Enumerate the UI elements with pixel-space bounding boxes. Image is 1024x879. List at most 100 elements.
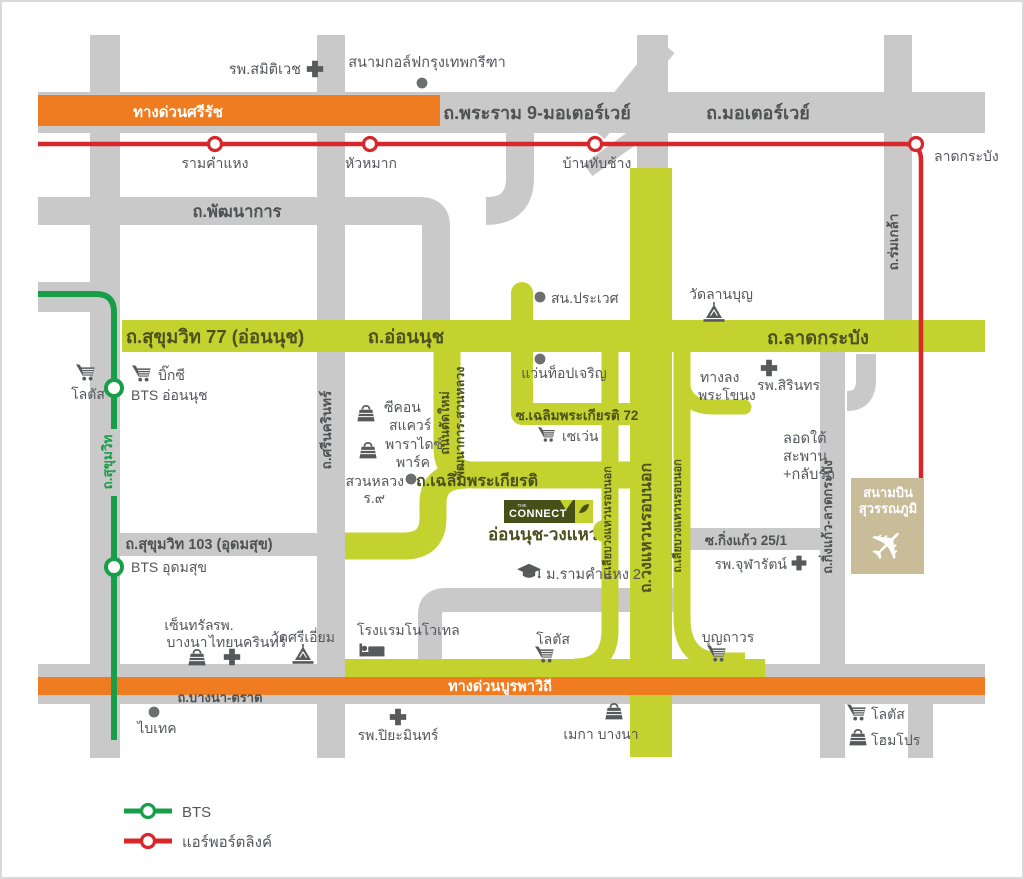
road-labels: ทางด่วนศรีรัช ถ.พระราม 9-มอเตอร์เวย์ ถ.ม… — [100, 102, 901, 705]
road-srinagarindra-vertical — [317, 35, 345, 758]
airport-name-line1: สนามบิน — [863, 485, 913, 500]
label-piyamin: รพ.ปิยะมินทร์ — [358, 727, 439, 743]
bag-icon-paradise — [358, 441, 378, 460]
label-chularat: รพ.จุฬารัตน์ — [715, 556, 788, 573]
label-paradise-2: พาร์ค — [396, 454, 430, 470]
hospital-icon-sirindhorn — [760, 359, 778, 377]
rom-klao-label: ถ.ร่มเกล้า — [886, 214, 901, 271]
frontage-left-label: ถ.เลียบวงแหวนรอบนอก — [601, 466, 614, 580]
soi-chalerm-72-label: ซ.เฉลิมพระเกียรติ 72 — [516, 408, 639, 423]
label-wat-sri-iam: วัดศรีเอี่ยม — [271, 628, 335, 645]
sukhumvit77-label: ถ.สุขุมวิท 77 (อ่อนนุช) — [126, 326, 304, 349]
label-suan-luang-2: ร.๙ — [363, 490, 385, 506]
phra-khanong-exit-label-1: ทางลง — [700, 369, 739, 385]
sukhumvit-label: ถ.สุขุมวิท — [100, 435, 116, 490]
poi-labels: รพ.สมิติเวช สนามกอล์ฟกรุงเทพกรีฑา สน.ประ… — [71, 54, 921, 748]
police-dot-icon — [534, 291, 546, 303]
road-prawet-minor-vertical — [511, 282, 533, 425]
hotel-icon-novotel — [359, 643, 385, 657]
station-bts-udom-suk — [104, 557, 124, 577]
label-lotus-on-nut: โลตัส — [71, 386, 105, 402]
sukhumvit103-label: ถ.สุขุมวิท 103 (อุดมสุข) — [125, 536, 272, 553]
label-bitec: ไบเทค — [136, 720, 176, 736]
legend-airport-link-station-icon — [139, 832, 157, 850]
burapha-label: ทางด่วนบูรพาวิถี — [448, 678, 552, 695]
label-top-charoen: แว่นท็อปเจริญ — [521, 364, 606, 381]
label-seacon-1: ซีคอน — [384, 399, 421, 415]
temple-icon-wat-lan-bun — [702, 300, 726, 322]
cart-icon-big-c — [131, 364, 152, 382]
underpass-label-2: สะพาน — [783, 449, 827, 465]
project-location-dot — [593, 520, 615, 542]
road-soi-king-kaew — [674, 528, 826, 550]
road-sukhumvit103 — [116, 533, 332, 556]
bts-line — [38, 291, 124, 740]
label-sirindhorn: รพ.สิรินทร — [757, 377, 821, 393]
label-prawet-police: สน.ประเวศ — [551, 290, 619, 306]
label-novotel: โรงแรมโนโวเทล — [357, 622, 460, 638]
phatthanakan-label: ถ.พัฒนาการ — [192, 203, 281, 221]
hospital-icon-piyamin — [389, 708, 407, 726]
station-label-lat-krabang: ลาดกระบัง — [934, 148, 999, 164]
bangna-trat-label: ถ.บางนา-ตราด — [177, 690, 262, 705]
cart-icon-seven — [537, 426, 556, 443]
lat-krabang-label: ถ.ลาดกระบัง — [767, 327, 869, 348]
hospital-icon-thainakarin — [223, 648, 241, 666]
road-phatthanakan — [38, 197, 450, 322]
legend-bts-station-icon — [139, 802, 157, 820]
label-suan-luang-1: สวนหลวง — [346, 473, 404, 489]
station-labels: รามคำแหง หัวหมาก บ้านทับช้าง ลาดกระบัง B… — [131, 148, 999, 576]
golf-dot-icon — [416, 77, 428, 89]
motorway-label: ถ.มอเตอร์เวย์ — [706, 102, 810, 123]
station-label-ramkhamhaeng: รามคำแหง — [182, 155, 249, 171]
station-label-bts-on-nut: BTS อ่อนนุช — [131, 387, 208, 404]
king-kaew-lat-krabang-label: ถ.กิ่งแก้ว-ลาดกระบัง — [818, 460, 835, 574]
road-chalerm-s-curve — [345, 461, 469, 560]
label-lotus-se: โลตัส — [871, 706, 905, 722]
label-ramkhamhaeng-u: ม.รามคำแหง 2 — [546, 567, 641, 583]
label-central-2: บางนา — [166, 634, 207, 650]
underpass-label-1: ลอดใต้ — [783, 429, 827, 447]
legend-airport-link-label: แอร์พอร์ตลิงค์ — [182, 834, 272, 851]
label-lotus-center: โลตัส — [536, 631, 570, 647]
label-mega-bangna: เมกา บางนา — [563, 726, 638, 742]
road-king-kaew-slip — [846, 354, 876, 411]
logo-dark-block — [504, 500, 575, 523]
top-charoen-dot-icon — [534, 353, 546, 365]
road-lime-band-south — [345, 659, 765, 678]
new-cut-road-label-1: ถนนตัดใหม่ — [437, 391, 452, 454]
label-golf: สนามกอล์ฟกรุงเทพกรีฑา — [348, 54, 506, 71]
hospital-icon-chularat — [791, 555, 807, 571]
road-southeast-stub — [908, 694, 933, 758]
bag-icon-mega-bangna — [604, 703, 624, 721]
frontage-right-label: ถ.เลียบวงแหวนรอบนอก — [671, 459, 684, 573]
station-bts-on-nut — [104, 378, 124, 398]
logo-leaf-icon — [579, 504, 589, 513]
label-wat-lan-bun: วัดลานบุญ — [689, 286, 753, 303]
airport-link-line — [38, 135, 925, 478]
label-central-1: เซ็นทรัล — [164, 616, 213, 633]
label-paradise-1: พาราไดซ์ — [385, 436, 443, 452]
label-homepro: โฮมโปร — [871, 732, 921, 748]
label-boonthavorn: บุญถาวร — [702, 629, 755, 646]
si-rat-label: ทางด่วนศรีรัช — [133, 104, 223, 121]
legend-bts-label: BTS — [182, 804, 211, 821]
si-rat-expressway-bar — [38, 95, 440, 126]
logo-brand: CONNECT — [509, 508, 567, 520]
on-nut-label: ถ.อ่อนนุช — [368, 326, 445, 349]
label-thainakarin-2: ไทยนครินทร์ — [208, 634, 287, 650]
soi-king-kaew-label: ซ.กิ่งแก้ว 25/1 — [705, 530, 788, 548]
label-seven: เซเว่น — [562, 428, 599, 444]
project-location-label: อ่อนนุช-วงแหวน — [488, 525, 610, 545]
label-seacon-2: สแควร์ — [389, 417, 432, 433]
legend: BTS แอร์พอร์ตลิงค์ — [124, 802, 272, 851]
road-phatthanakan-motorway-connector — [485, 110, 534, 225]
bag-icon-central — [187, 649, 207, 667]
road-soi-chalerm-72 — [512, 403, 642, 425]
station-ramkhamhaeng — [206, 135, 224, 153]
station-label-hua-mak: หัวหมาก — [345, 155, 397, 171]
station-label-ban-thap-chang: บ้านทับช้าง — [563, 155, 632, 171]
road-on-nut-lat-krabang — [122, 320, 985, 352]
road-interchange-ramp-1 — [587, 39, 675, 139]
